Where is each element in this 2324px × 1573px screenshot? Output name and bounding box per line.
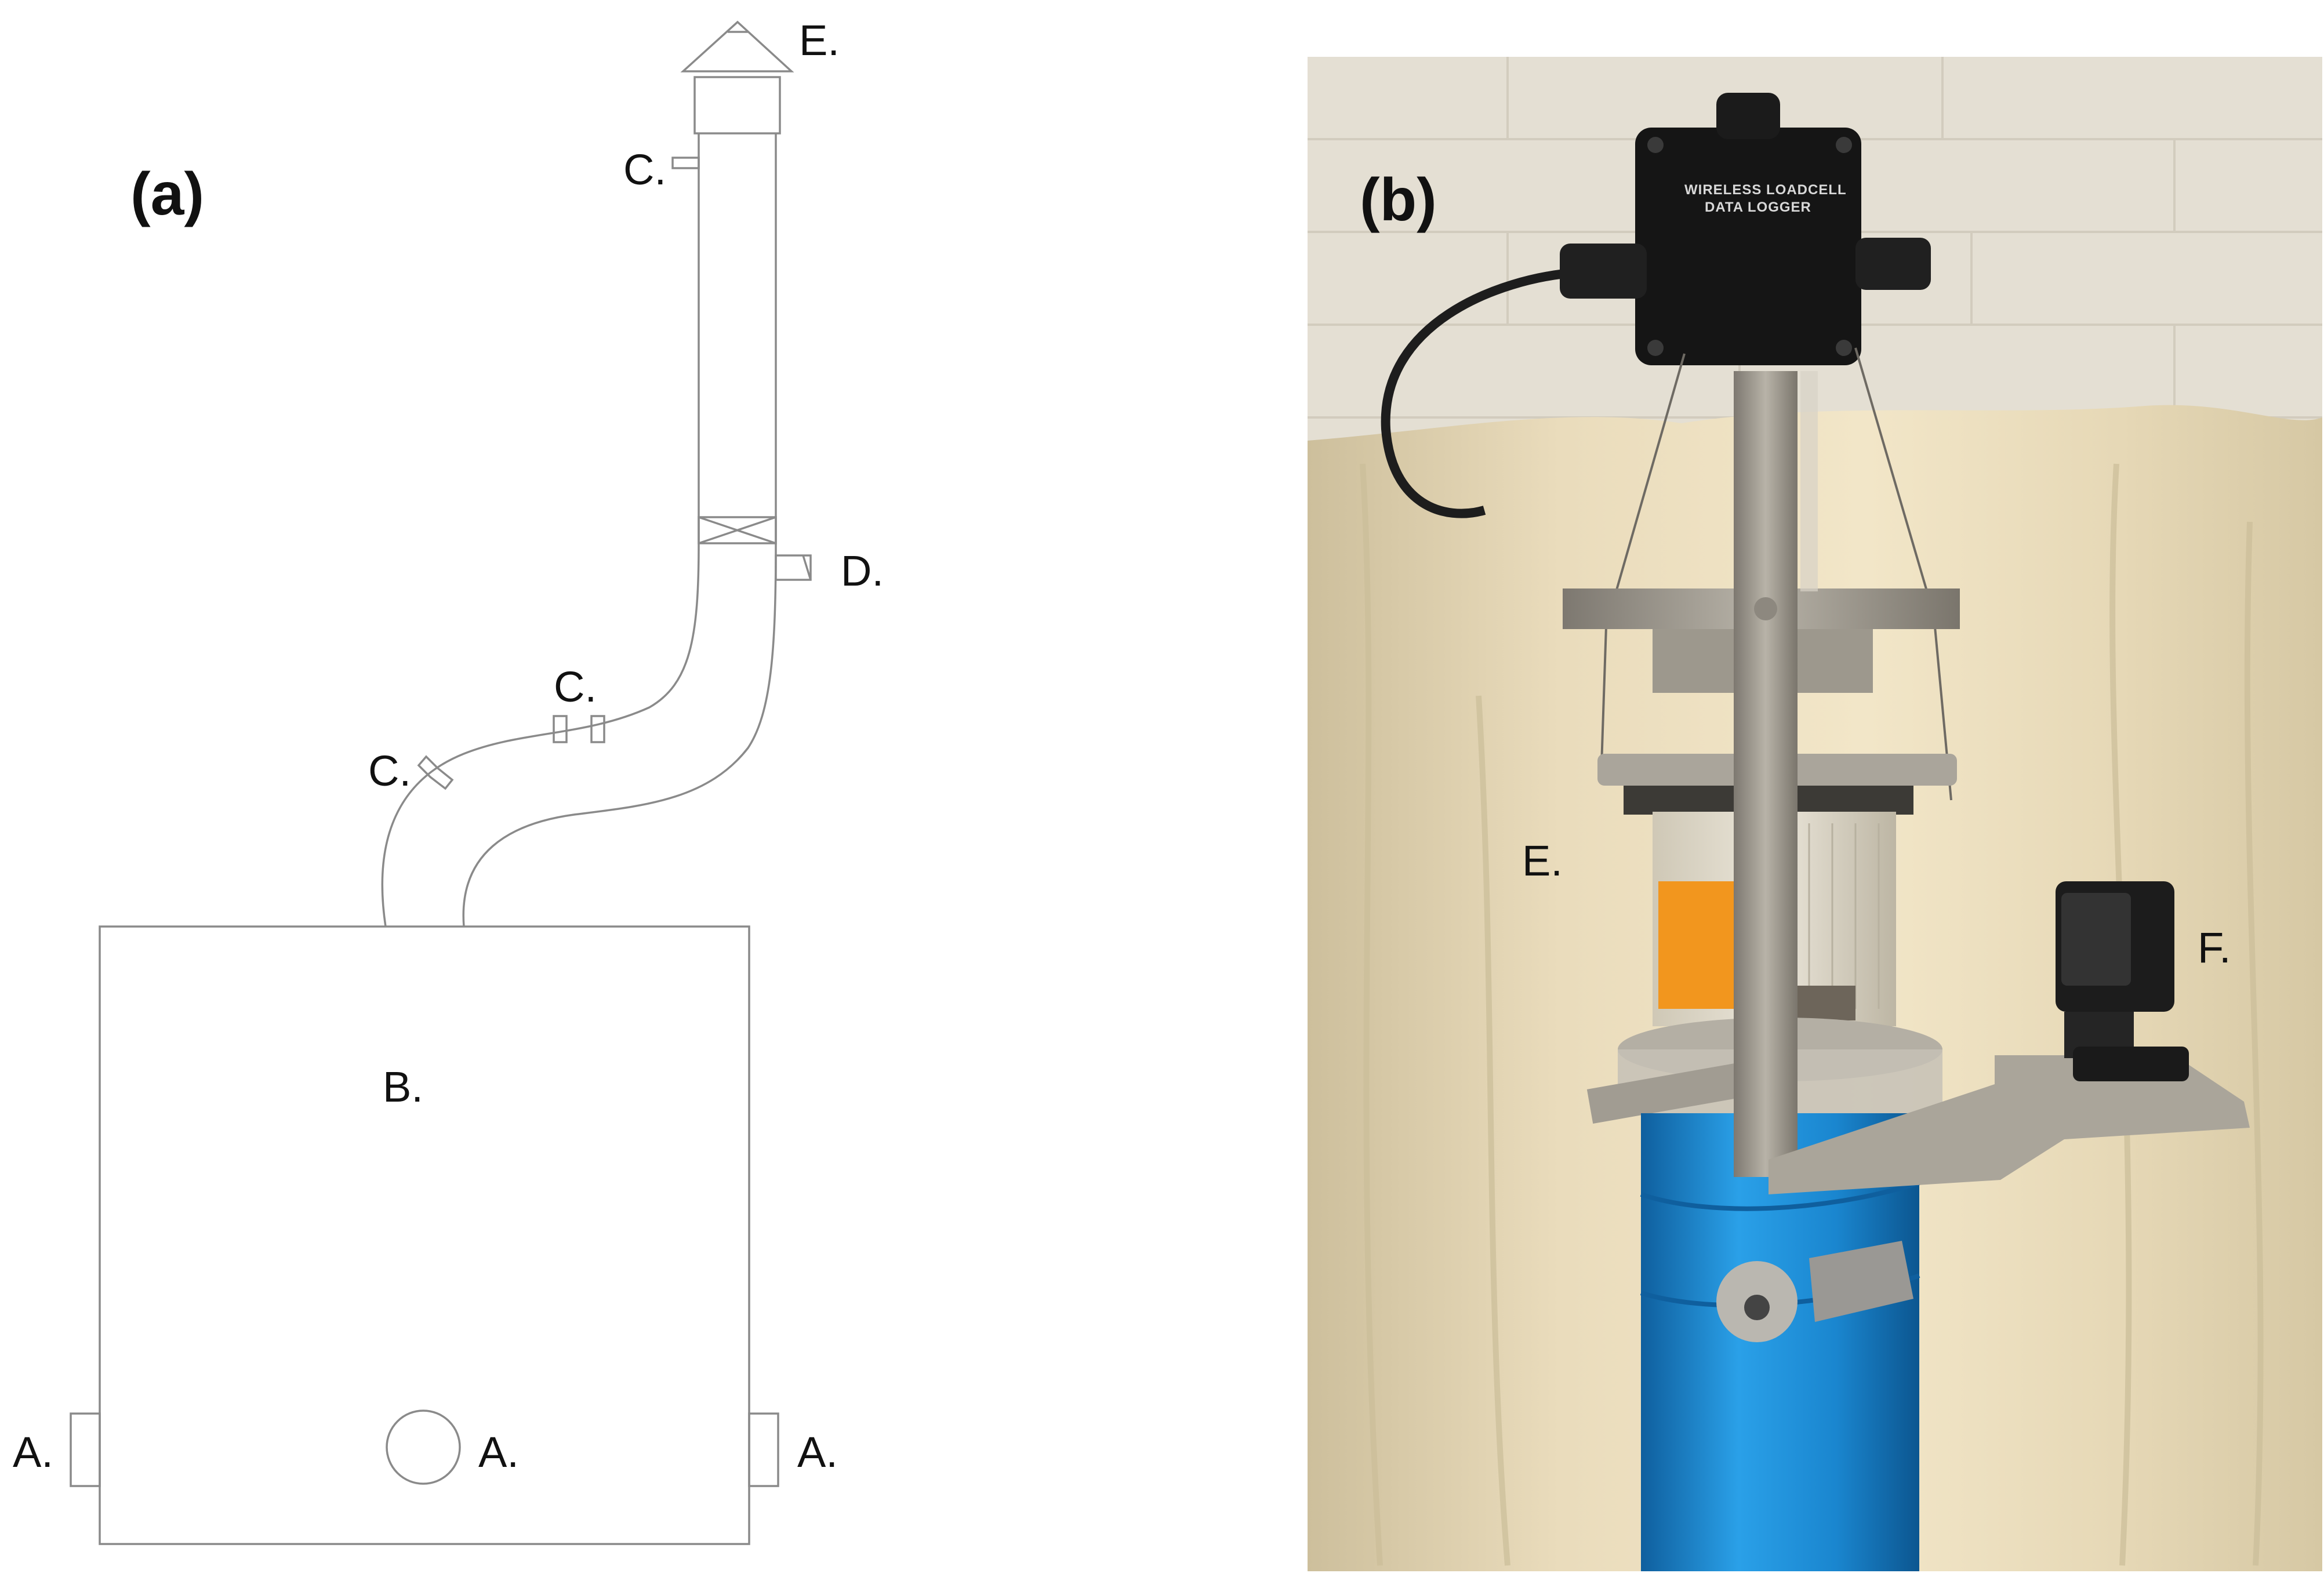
fitting-c-mid-2 bbox=[590, 715, 605, 743]
label-c-middle: C. bbox=[554, 663, 597, 711]
cloth-folds bbox=[1360, 463, 2264, 1566]
label-a-center: A. bbox=[478, 1428, 519, 1476]
cap-housing bbox=[693, 76, 781, 135]
orange-band bbox=[1658, 881, 1734, 1009]
label-a-right: A. bbox=[797, 1428, 838, 1476]
label-c-top: C. bbox=[623, 146, 666, 194]
logger-label-line1: WIRELESS LOADCELL bbox=[1684, 182, 1847, 198]
foil-tape bbox=[1809, 1241, 1913, 1322]
label-c-lower: C. bbox=[368, 747, 411, 795]
label-e: E. bbox=[799, 16, 840, 64]
cap-roof bbox=[680, 20, 794, 72]
label-d: D. bbox=[841, 547, 884, 595]
bar-bolt bbox=[1754, 597, 1777, 620]
label-b: B. bbox=[383, 1063, 423, 1111]
panel-b-label: (b) bbox=[1360, 166, 1437, 234]
fitting-c-top bbox=[671, 157, 700, 169]
column-coupler bbox=[698, 516, 777, 544]
chamber-box bbox=[99, 925, 750, 1545]
label-a-left: A. bbox=[13, 1428, 53, 1476]
logger-cable bbox=[1381, 268, 1578, 518]
action-camera bbox=[2056, 881, 2189, 1081]
fitting-c-mid-1 bbox=[553, 715, 568, 743]
panel-a-label: (a) bbox=[130, 161, 204, 228]
port-left bbox=[70, 1412, 101, 1487]
port-d bbox=[775, 554, 812, 581]
duct-right-wall bbox=[462, 544, 777, 927]
data-logger: WIRELESS LOADCELL DATA LOGGER bbox=[1560, 93, 1931, 365]
label-photo-f: F. bbox=[2198, 924, 2231, 972]
port-center bbox=[386, 1409, 461, 1485]
side-bracket bbox=[1586, 1062, 1748, 1124]
label-photo-e: E. bbox=[1522, 837, 1563, 885]
camera-mount-plate bbox=[1769, 1055, 2250, 1194]
logger-label-line2: DATA LOGGER bbox=[1705, 199, 1811, 215]
coupler-cross-2 bbox=[698, 516, 776, 544]
port-right bbox=[748, 1412, 779, 1487]
fitting-c-low bbox=[417, 755, 454, 790]
panel-b-photo: WIRELESS LOADCELL DATA LOGGER bbox=[1308, 57, 2322, 1571]
port-d-mark bbox=[802, 555, 812, 580]
panel-a: (a) E. C. D. C bbox=[13, 16, 884, 1545]
duct-left-wall bbox=[381, 544, 700, 927]
hanger-bar bbox=[1734, 371, 1798, 1177]
